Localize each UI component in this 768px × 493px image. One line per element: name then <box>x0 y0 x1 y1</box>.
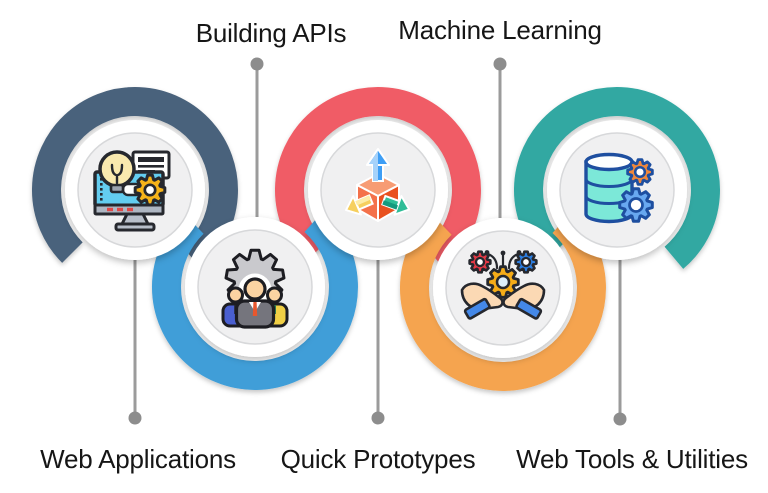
team-gear-icon <box>221 248 289 329</box>
item-label-building-apis: Building APIs <box>195 18 347 48</box>
monitor-bulb-gear-icon <box>93 150 171 232</box>
connector-dot-web-tools-utilities <box>613 412 627 426</box>
connector-dot-web-applications <box>128 411 142 425</box>
item-label-web-tools-utilities: Web Tools & Utilities <box>516 444 748 474</box>
item-label-web-applications: Web Applications <box>40 444 236 474</box>
connector-dot-quick-prototypes <box>371 411 385 425</box>
database-gears-icon <box>584 152 654 224</box>
item-label-quick-prototypes: Quick Prototypes <box>280 444 476 474</box>
ring-building-apis <box>151 210 358 390</box>
connector-dot-building-apis <box>250 57 264 71</box>
cube-arrows-icon <box>345 148 411 222</box>
ring-quick-prototypes <box>274 87 481 269</box>
hands-gears-icon <box>460 250 546 320</box>
ring-web-tools-utilities <box>513 87 720 269</box>
item-label-machine-learning: Machine Learning <box>398 15 602 45</box>
ring-web-applications <box>31 87 238 269</box>
connector-dot-machine-learning <box>493 57 507 71</box>
ring-machine-learning <box>399 211 606 391</box>
